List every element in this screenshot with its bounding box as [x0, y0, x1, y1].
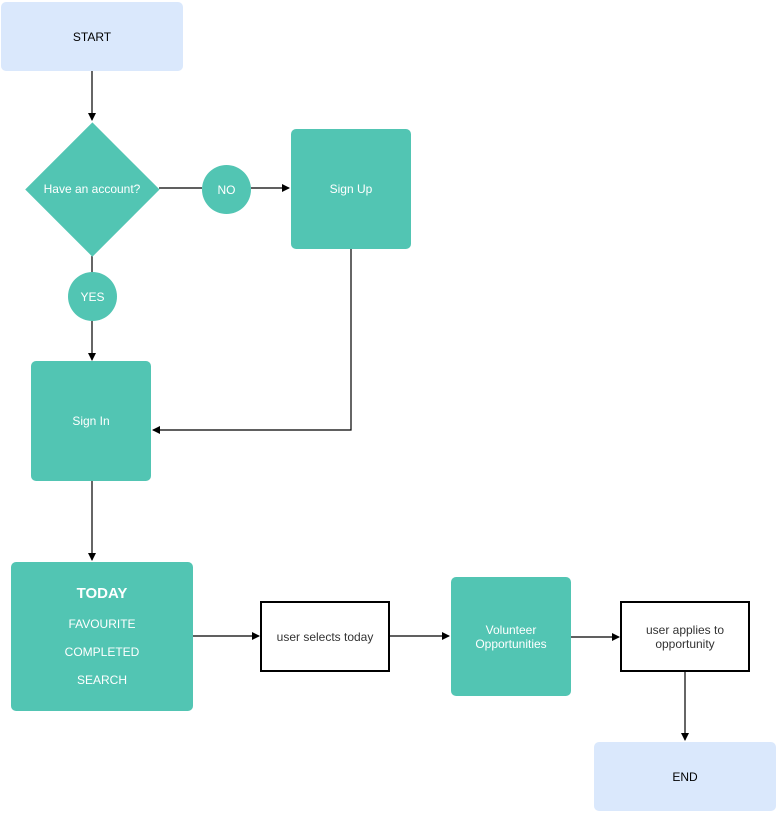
- volunteer-label: Volunteer Opportunities: [475, 622, 547, 651]
- end-label: END: [672, 769, 698, 784]
- sign-up-label: Sign Up: [329, 182, 373, 196]
- edge-signup-to-signin: [152, 249, 352, 434]
- yes-label: YES: [80, 289, 105, 304]
- menu-item-favourite: FAVOURITE: [68, 616, 136, 631]
- decision-node: Have an account?: [24, 121, 160, 257]
- no-label: NO: [217, 182, 236, 197]
- volunteer-node: Volunteer Opportunities: [451, 577, 571, 696]
- yes-circle: YES: [68, 272, 117, 321]
- user-selects-node: user selects today: [260, 601, 390, 672]
- start-label: START: [72, 29, 112, 44]
- sign-in-node: Sign In: [31, 361, 151, 481]
- menu-title: TODAY: [76, 584, 128, 602]
- decision-label: Have an account?: [43, 182, 141, 196]
- sign-in-label: Sign In: [72, 414, 110, 428]
- sign-up-node: Sign Up: [291, 129, 411, 249]
- start-node: START: [1, 2, 183, 71]
- menu-node: TODAY FAVOURITE COMPLETED SEARCH: [11, 562, 193, 711]
- no-circle: NO: [202, 165, 251, 214]
- user-applies-label: user applies to opportunity: [645, 622, 725, 651]
- user-applies-node: user applies to opportunity: [620, 601, 750, 672]
- menu-item-completed: COMPLETED: [64, 644, 140, 659]
- user-selects-label: user selects today: [276, 629, 374, 644]
- end-node: END: [594, 742, 776, 811]
- menu-item-search: SEARCH: [76, 672, 127, 687]
